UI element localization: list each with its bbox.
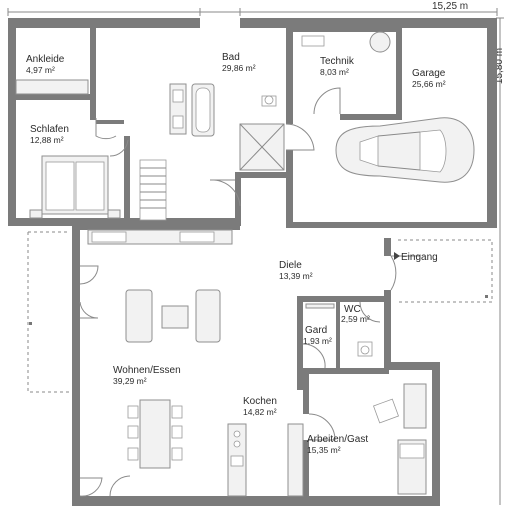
room-name: Wohnen/Essen bbox=[113, 365, 181, 376]
room-name: Gard bbox=[305, 325, 327, 336]
entrance-arrow-icon bbox=[394, 252, 400, 260]
room-wohnen: Wohnen/Essen 39,29 m² bbox=[113, 365, 181, 386]
room-area: 1,93 m² bbox=[303, 336, 332, 346]
dimension-width: 15,25 m bbox=[432, 1, 468, 12]
room-area: 4,97 m² bbox=[26, 65, 55, 75]
room-name: WC bbox=[344, 304, 361, 315]
room-name: Bad bbox=[222, 52, 240, 63]
room-name: Kochen bbox=[243, 396, 277, 407]
room-arbeiten: Arbeiten/Gast 15,35 m² bbox=[307, 434, 368, 455]
room-labels: Ankleide 4,97 m² Bad 29,86 m² Technik 8,… bbox=[26, 52, 446, 455]
stairs bbox=[139, 159, 167, 221]
room-gard: Gard 1,93 m² bbox=[303, 325, 332, 346]
room-name: Technik bbox=[320, 56, 355, 67]
entrance-marker: Eingang bbox=[394, 252, 438, 263]
entrance-label: Eingang bbox=[401, 252, 438, 263]
room-name: Garage bbox=[412, 68, 446, 79]
room-area: 12,88 m² bbox=[30, 135, 64, 145]
room-bad: Bad 29,86 m² bbox=[222, 52, 256, 73]
dimension-lines: 15,25 m 15,80 m bbox=[7, 1, 505, 505]
room-area: 25,66 m² bbox=[412, 79, 446, 89]
room-area: 29,86 m² bbox=[222, 63, 256, 73]
doors bbox=[79, 87, 420, 497]
room-ankleide: Ankleide 4,97 m² bbox=[26, 54, 65, 75]
room-name: Arbeiten/Gast bbox=[307, 434, 368, 445]
room-area: 8,03 m² bbox=[320, 67, 349, 77]
room-name: Ankleide bbox=[26, 54, 65, 65]
interior-walls bbox=[16, 28, 402, 496]
room-name: Diele bbox=[279, 260, 302, 271]
outer-walls bbox=[8, 18, 497, 506]
furniture bbox=[15, 31, 475, 497]
room-area: 15,35 m² bbox=[307, 445, 341, 455]
room-schlafen: Schlafen 12,88 m² bbox=[30, 124, 69, 145]
room-name: Schlafen bbox=[30, 124, 69, 135]
room-diele: Diele 13,39 m² bbox=[279, 260, 313, 281]
room-area: 39,29 m² bbox=[113, 376, 147, 386]
room-area: 2,59 m² bbox=[341, 314, 370, 324]
room-kochen: Kochen 14,82 m² bbox=[243, 396, 277, 417]
room-garage: Garage 25,66 m² bbox=[412, 68, 446, 89]
dimension-depth: 15,80 m bbox=[494, 48, 505, 84]
room-wc: WC 2,59 m² bbox=[341, 304, 370, 324]
room-area: 14,82 m² bbox=[243, 407, 277, 417]
car-icon bbox=[335, 117, 475, 183]
room-technik: Technik 8,03 m² bbox=[320, 56, 355, 77]
room-area: 13,39 m² bbox=[279, 271, 313, 281]
